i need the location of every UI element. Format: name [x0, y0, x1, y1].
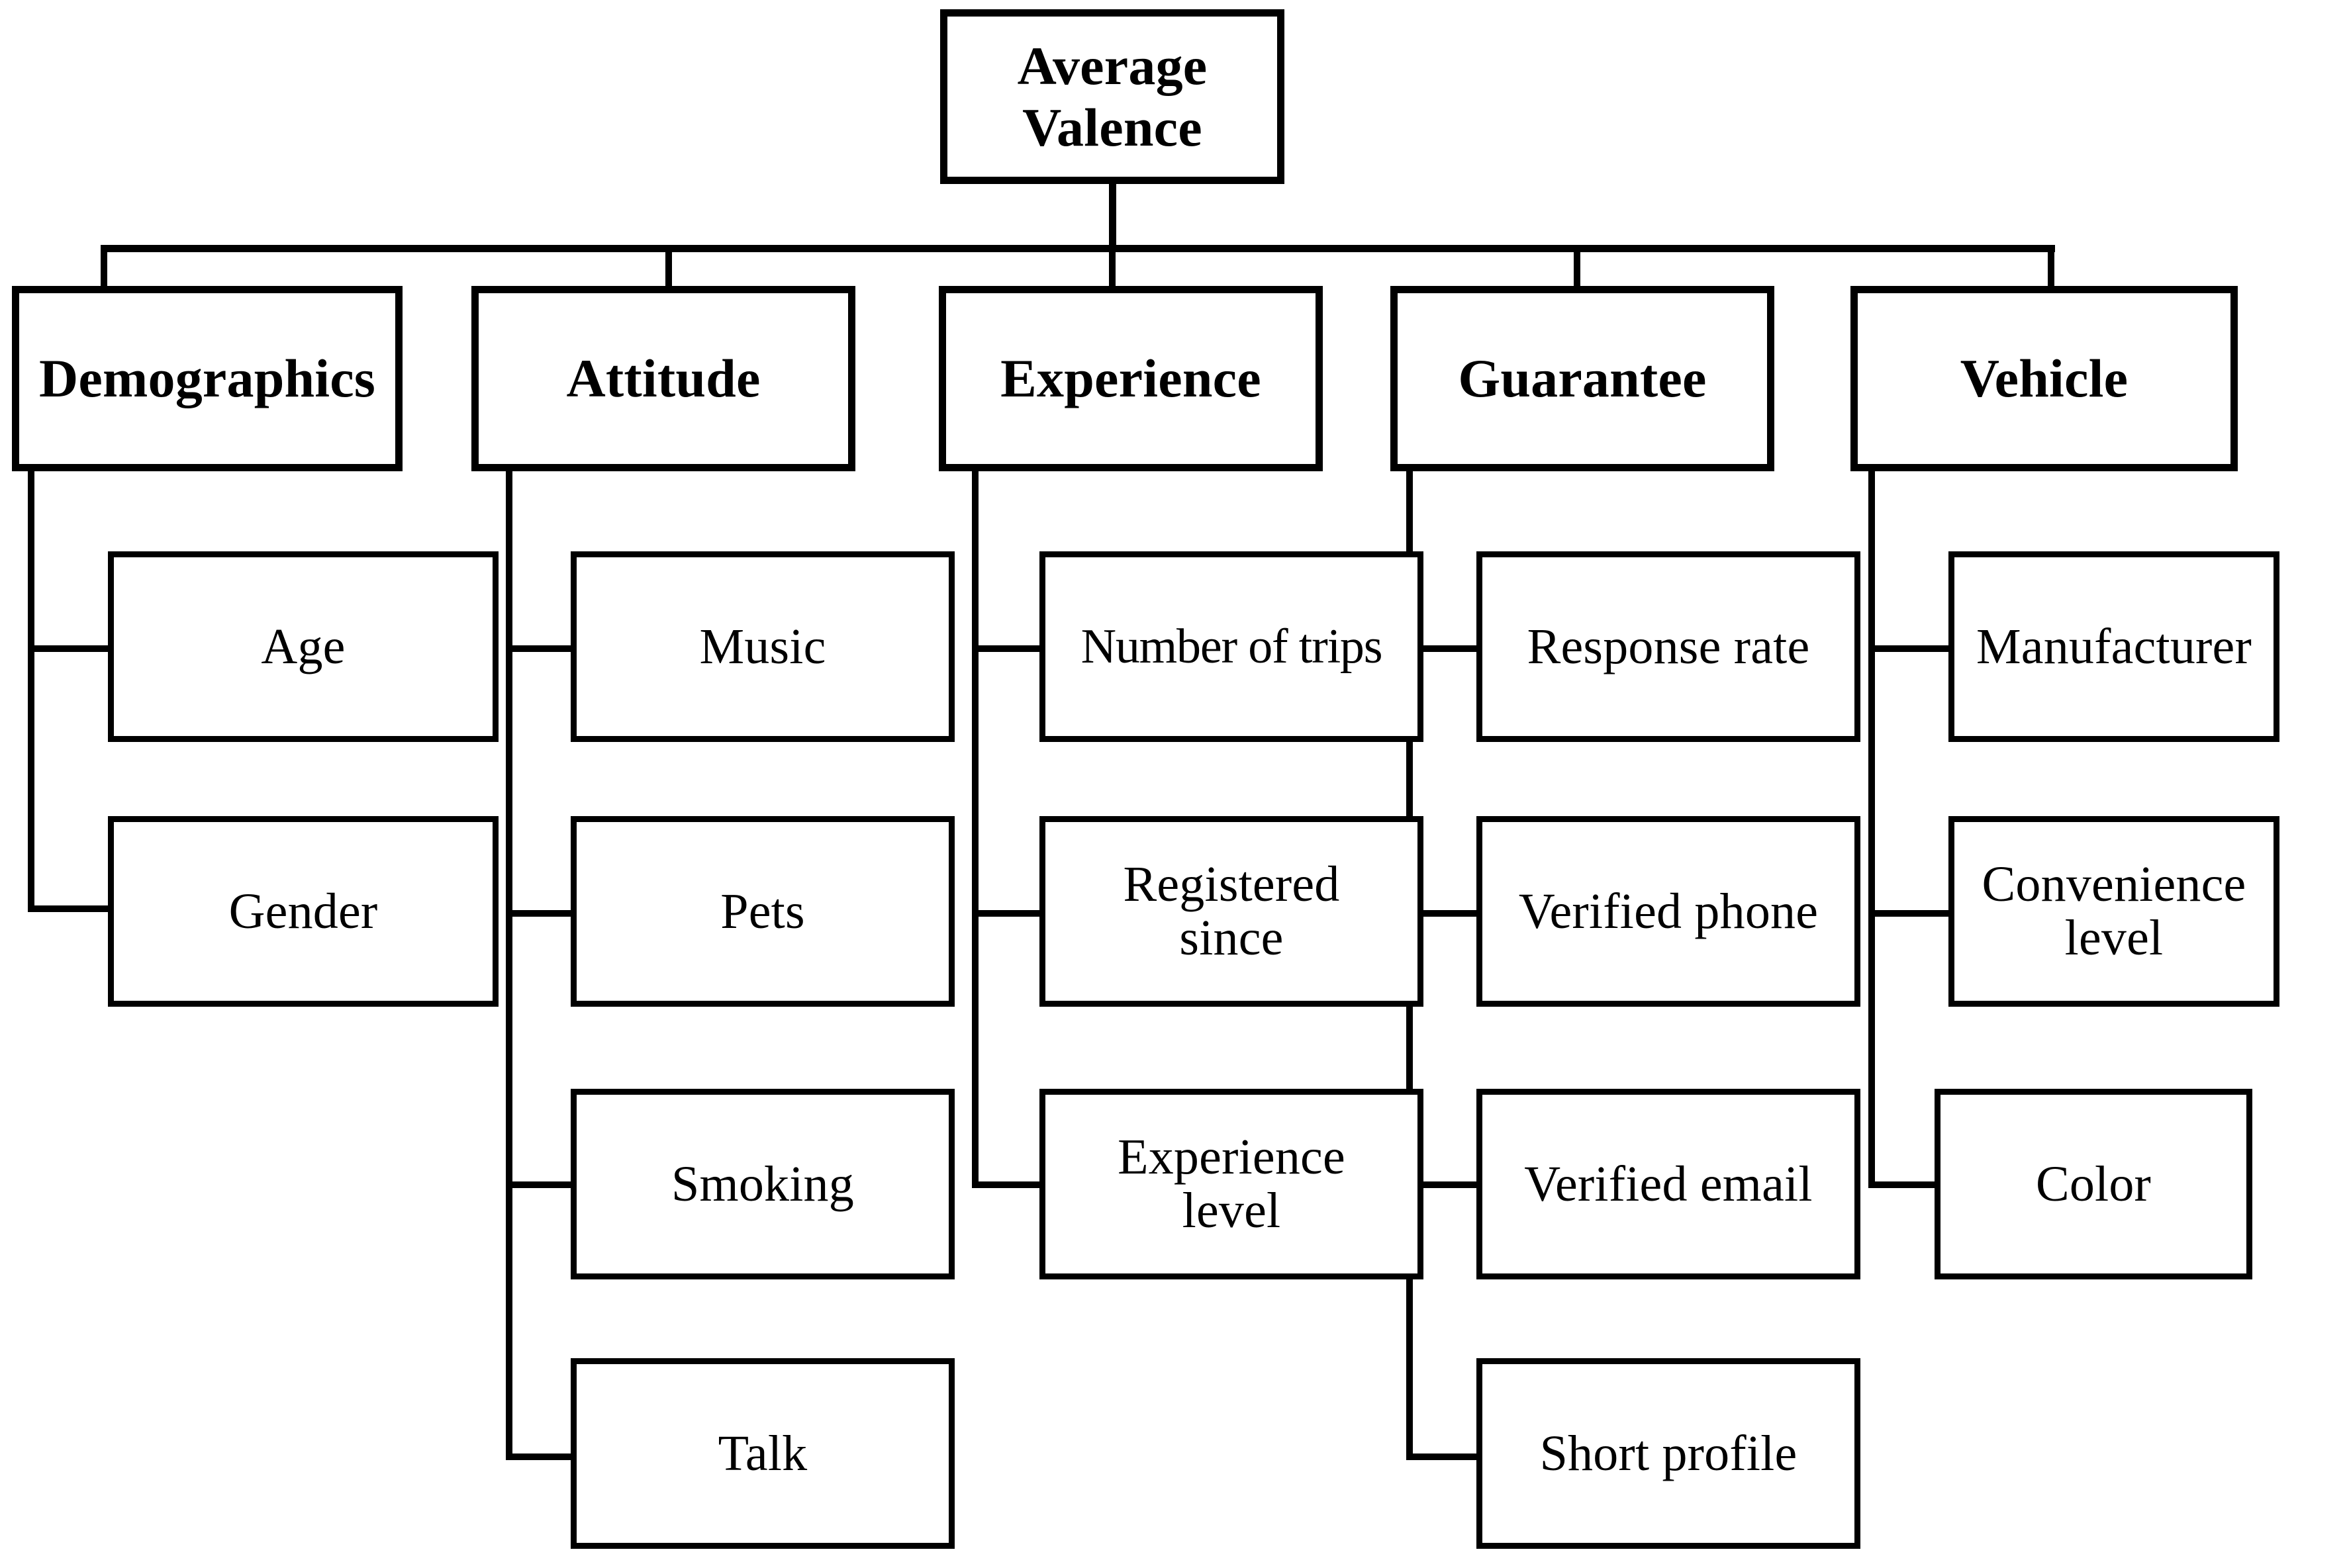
connector-trunk-attitude: [506, 467, 512, 1460]
node-manufacturer: Manufacturer: [1948, 551, 2279, 742]
node-label: Verified phone: [1518, 883, 1819, 939]
connector-stub-convenience-level: [1868, 910, 1954, 917]
connector-drop-demographics: [101, 245, 107, 286]
connector-trunk-vehicle: [1868, 467, 1875, 1187]
node-label: Smoking: [671, 1156, 854, 1212]
node-attitude: Attitude: [471, 286, 855, 471]
node-label: Average Valence: [1017, 35, 1208, 158]
node-label: Experience: [1000, 347, 1261, 408]
node-label: Color: [2035, 1156, 2152, 1212]
node-response-rate: Response rate: [1476, 551, 1860, 742]
node-convenience-level: Convenience level: [1948, 816, 2279, 1007]
connector-stub-gender: [28, 905, 114, 912]
connector-stub-response-rate: [1406, 645, 1482, 652]
node-experience: Experience: [939, 286, 1323, 471]
node-label: Short profile: [1539, 1425, 1797, 1481]
node-registered-since: Registered since: [1039, 816, 1423, 1007]
connector-stub-manufacturer: [1868, 645, 1954, 652]
node-verified-phone: Verified phone: [1476, 816, 1860, 1007]
node-label: Talk: [718, 1425, 808, 1481]
node-demographics: Demographics: [12, 286, 403, 471]
connector-stub-verified-phone: [1406, 910, 1482, 917]
node-label: Verified email: [1524, 1156, 1813, 1212]
connector-stub-experience-level: [972, 1181, 1048, 1188]
node-music: Music: [571, 551, 955, 742]
node-pets: Pets: [571, 816, 955, 1007]
node-label: Gender: [228, 883, 378, 939]
connector-drop-guarantee: [1574, 245, 1580, 286]
node-vehicle: Vehicle: [1850, 286, 2238, 471]
node-short-profile: Short profile: [1476, 1358, 1860, 1549]
node-number-of-trips: Number of trips: [1039, 551, 1423, 742]
node-label: Convenience level: [1982, 856, 2246, 966]
node-label: Experience level: [1118, 1129, 1345, 1238]
node-age: Age: [108, 551, 499, 742]
connector-drop-attitude: [665, 245, 672, 286]
connector-stub-color: [1868, 1181, 1941, 1188]
node-label: Number of trips: [1080, 619, 1383, 674]
connector-stub-short-profile: [1406, 1453, 1482, 1460]
connector-root-stem: [1109, 184, 1116, 252]
node-label: Vehicle: [1960, 347, 2129, 408]
node-average-valence: Average Valence: [940, 9, 1284, 184]
node-label: Guarantee: [1458, 347, 1707, 408]
node-label: Demographics: [38, 347, 375, 408]
node-verified-email: Verified email: [1476, 1089, 1860, 1279]
node-label: Attitude: [566, 347, 761, 408]
node-experience-level: Experience level: [1039, 1089, 1423, 1279]
node-label: Age: [261, 618, 346, 674]
connector-stub-music: [506, 645, 579, 652]
node-label: Registered since: [1123, 856, 1340, 966]
connector-stub-verified-email: [1406, 1181, 1482, 1188]
node-label: Response rate: [1527, 618, 1810, 674]
connector-bus: [101, 245, 2055, 252]
connector-stub-talk: [506, 1453, 579, 1460]
connector-stub-age: [28, 645, 114, 652]
node-color: Color: [1935, 1089, 2252, 1279]
connector-drop-experience: [1109, 245, 1116, 286]
node-smoking: Smoking: [571, 1089, 955, 1279]
connector-drop-vehicle: [2048, 245, 2054, 286]
node-label: Music: [699, 618, 826, 674]
node-label: Manufacturer: [1976, 618, 2252, 674]
connector-stub-registered-since: [972, 910, 1048, 917]
connector-trunk-demographics: [28, 467, 34, 912]
connector-trunk-experience: [972, 467, 979, 1187]
node-gender: Gender: [108, 816, 499, 1007]
node-guarantee: Guarantee: [1390, 286, 1774, 471]
node-label: Pets: [720, 883, 805, 939]
connector-stub-number-of-trips: [972, 645, 1048, 652]
node-talk: Talk: [571, 1358, 955, 1549]
connector-stub-smoking: [506, 1181, 579, 1188]
connector-stub-pets: [506, 910, 579, 917]
